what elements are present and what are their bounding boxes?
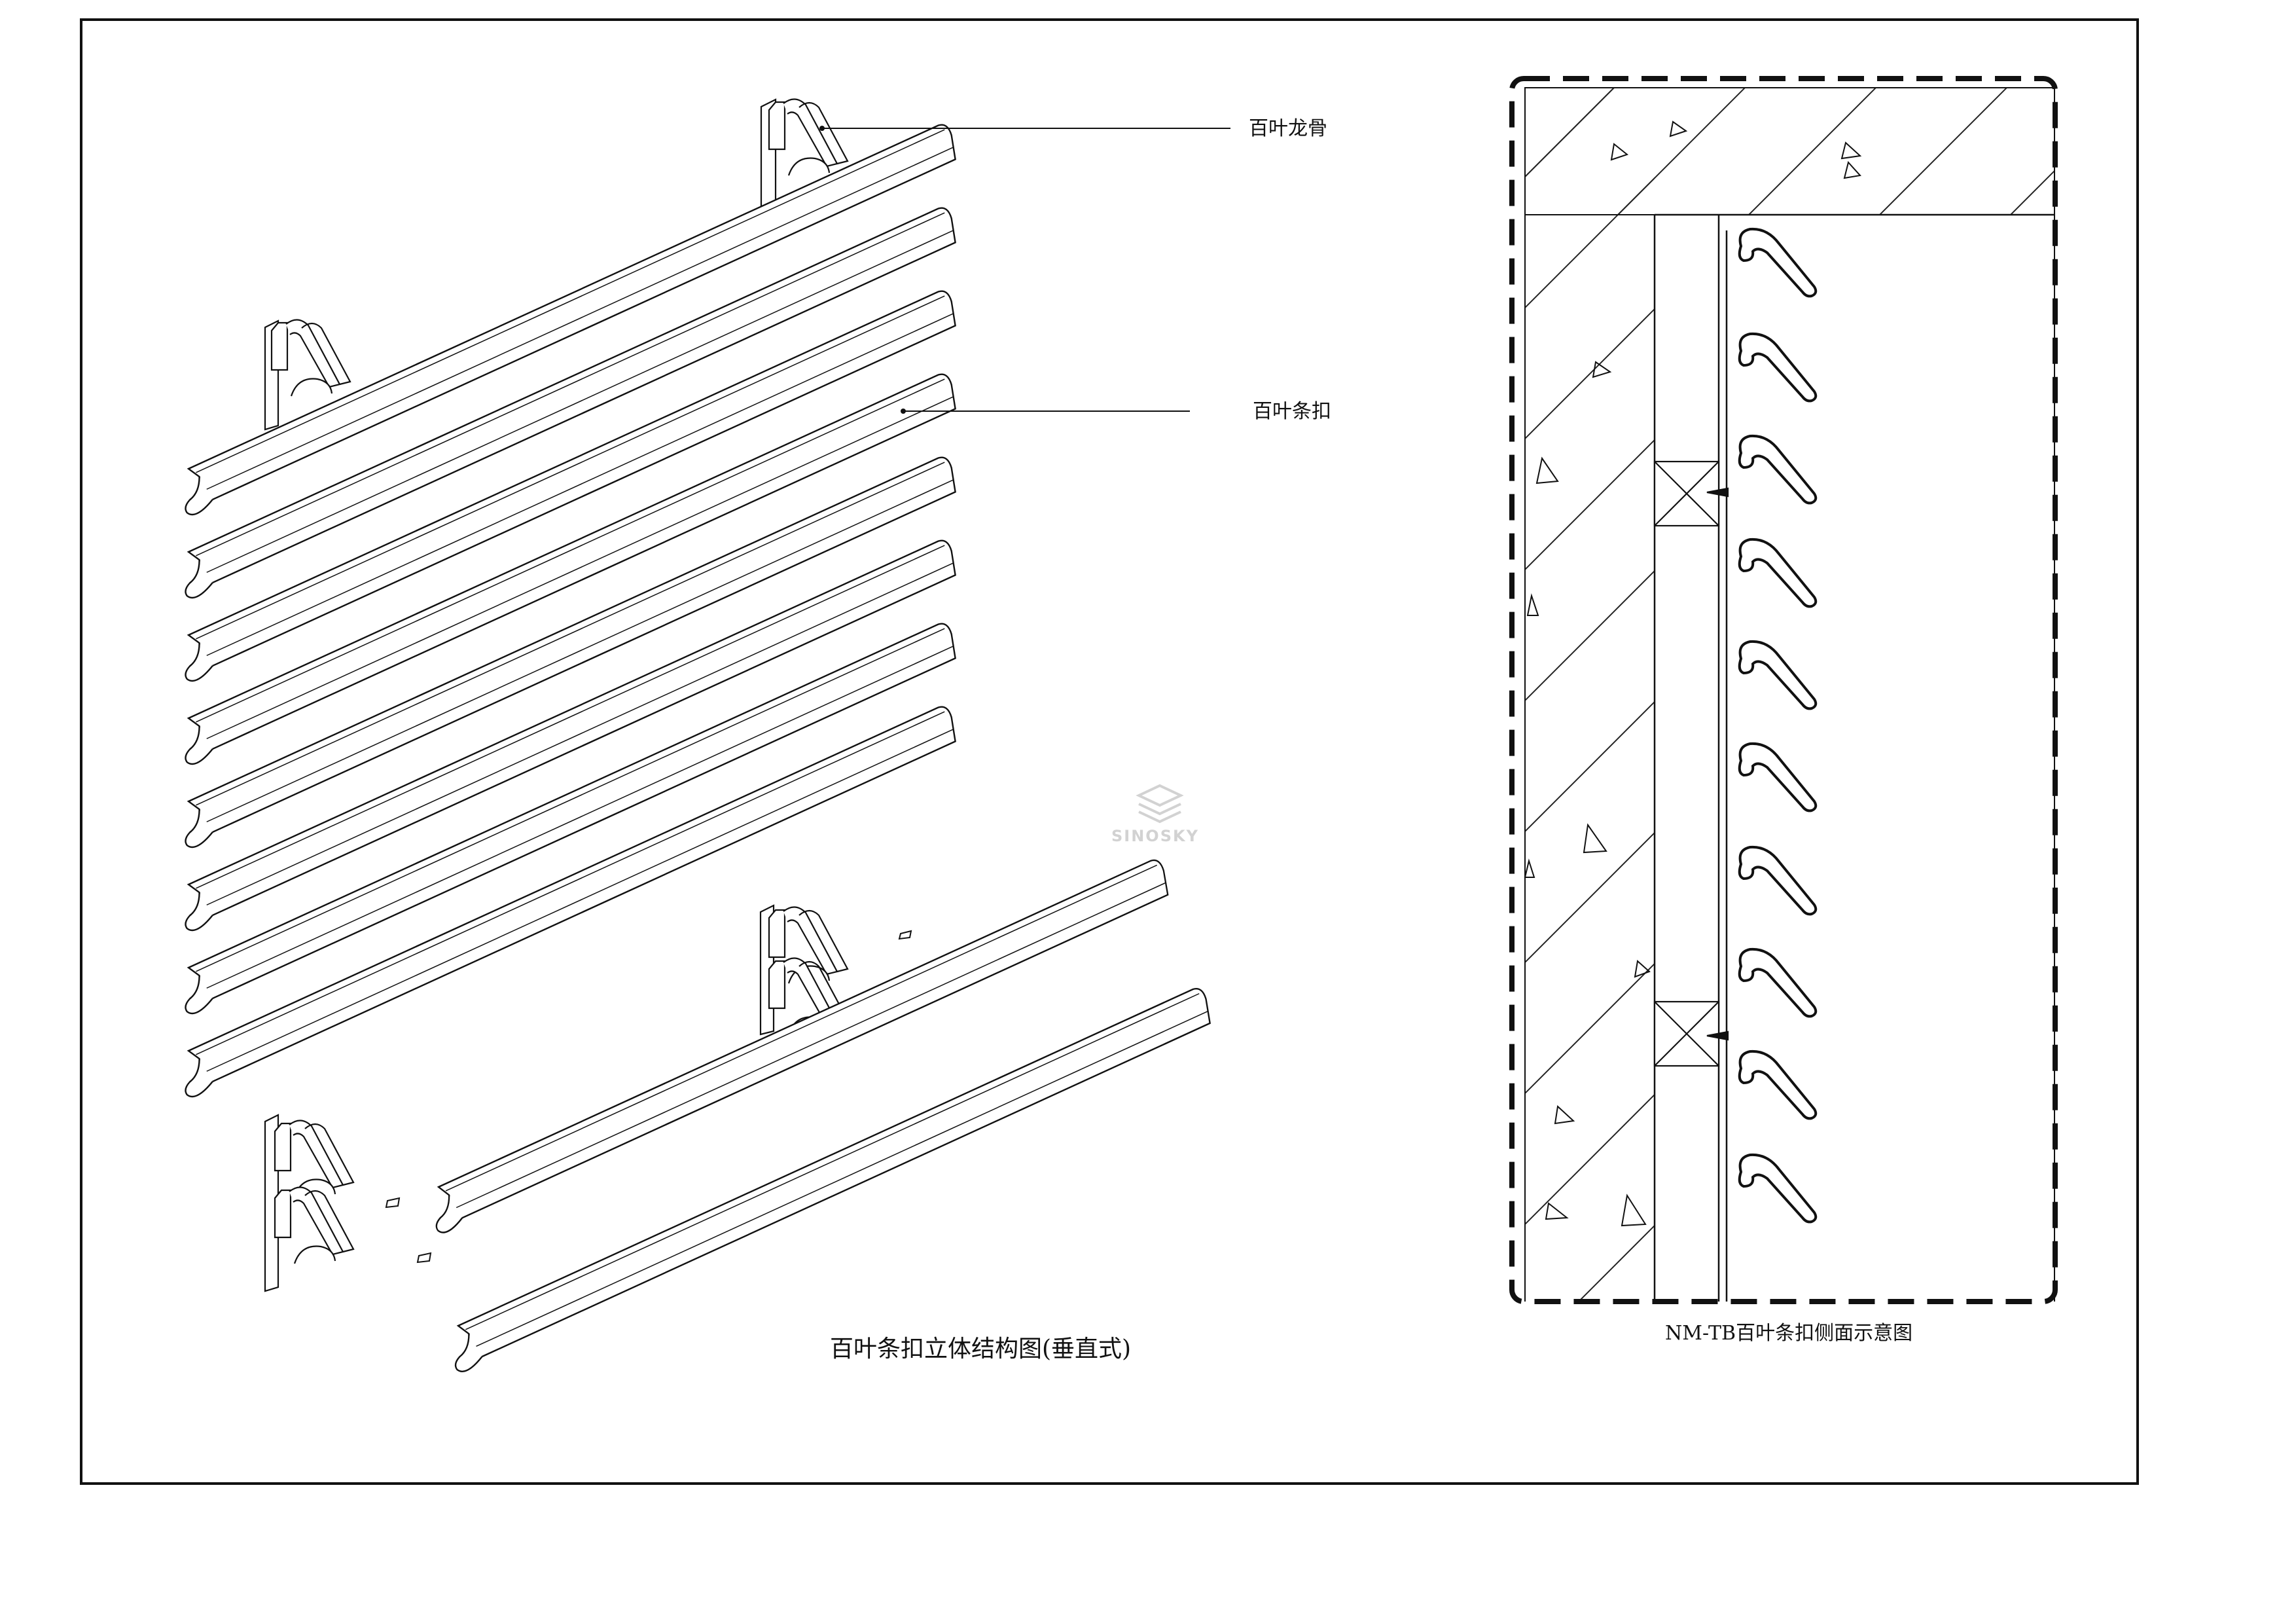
isometric-view: 百叶龙骨 百叶条扣 百叶条扣立体结构图(垂直式) [170,98,1331,1375]
clip-profile-column [1738,227,1818,1224]
leader-dot-keel [819,126,825,131]
keel-bracket-top-left [264,319,351,431]
callout-clip: 百叶条扣 [1253,400,1331,423]
anchor-block-lower [1653,1000,1729,1067]
loose-slats [420,856,1220,1375]
anchor-block-upper [1653,460,1729,527]
aggregate-marks [1524,120,1862,1227]
sheet-border [80,18,2139,1485]
concrete-left [1525,88,1655,1302]
left-caption: 百叶条扣立体结构图(垂直式) [830,1336,1131,1362]
louver-slat-stack [170,121,965,1101]
leader-dot-clip [901,409,906,414]
callout-keel: 百叶龙骨 [1249,117,1327,140]
keel-bracket-bottom-left [264,1114,355,1292]
right-caption: NM-TB百叶条扣侧面示意图 [1665,1322,1912,1345]
watermark: SINOSKY [1111,784,1199,845]
keel-bracket-bottom-middle [759,904,849,1036]
watermark-text: SINOSKY [1111,827,1199,845]
side-section-view: NM-TB百叶条扣侧面示意图 [1509,76,2058,1345]
detail-boundary [1509,76,2058,1304]
